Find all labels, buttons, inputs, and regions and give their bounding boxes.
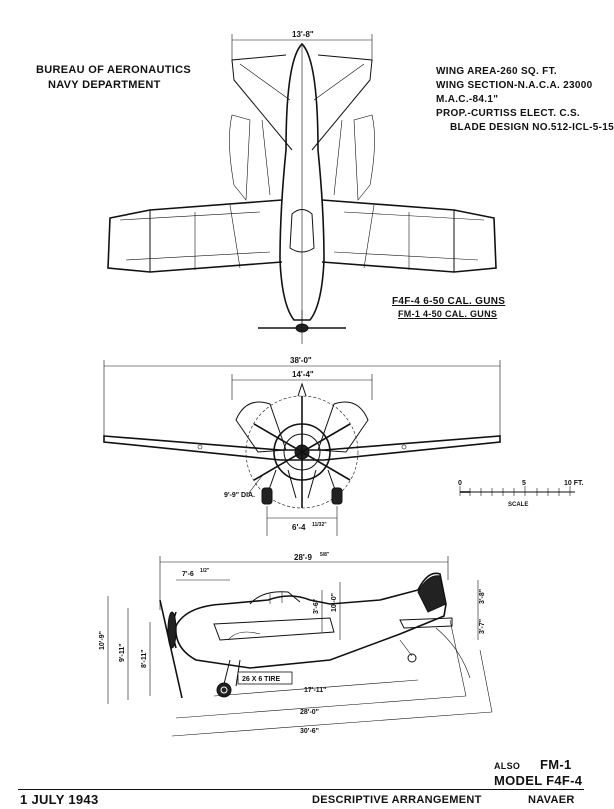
- guns-f4f4: F4F-4 6-50 CAL. GUNS: [392, 296, 506, 307]
- alt-model: FM-1: [540, 757, 572, 772]
- issuer: NAVAER: [528, 794, 575, 806]
- dim-wheelbase: 17'-11": [304, 687, 327, 694]
- front-view: 38'-0" 14'-4": [103, 356, 501, 536]
- sheet-title: DESCRIPTIVE ARRANGEMENT: [312, 794, 482, 806]
- also-label: ALSO: [494, 761, 521, 771]
- dim-height-overall: 10'-9": [99, 631, 106, 650]
- dim-span: 38'-0": [290, 356, 312, 365]
- dim-canopy-height-2: 3'-6": [313, 599, 320, 614]
- agency-line-2: NAVY DEPARTMENT: [48, 79, 161, 91]
- spec-prop: PROP.-CURTISS ELECT. C.S.: [436, 108, 581, 119]
- dim-track-frac: 11/32": [312, 522, 327, 528]
- spec-mac: M.A.C.-84.1": [436, 94, 499, 105]
- dim-height-2: 9'-11": [119, 643, 126, 662]
- spec-wing-section: WING SECTION-N.A.C.A. 23000: [436, 80, 593, 91]
- scale-label-10: 10 FT.: [564, 480, 584, 487]
- three-view-drawing: 13'-8": [99, 30, 584, 737]
- dim-fin-height: 3'-8": [479, 589, 486, 604]
- top-view: 13'-8": [107, 30, 497, 344]
- dim-length-overall: 30'-6": [300, 728, 319, 735]
- date: 1 JULY 1943: [20, 792, 99, 807]
- guns-fm1: FM-1 4-50 CAL. GUNS: [398, 309, 498, 319]
- dim-fin-height-2: 3'-7": [479, 619, 486, 634]
- drawing-sheet: BUREAU OF AERONAUTICS NAVY DEPARTMENT WI…: [18, 30, 614, 807]
- tire-label: 26 X 6 TIRE: [242, 676, 280, 683]
- dim-tailplane: 14'-4": [292, 370, 314, 379]
- agency-line-1: BUREAU OF AERONAUTICS: [36, 64, 192, 76]
- dim-height-3: 8'-11": [141, 649, 148, 668]
- scale-caption: SCALE: [508, 502, 528, 508]
- dim-length-fuselage: 28'-0": [300, 709, 319, 716]
- scale-label-0: 0: [458, 480, 462, 487]
- spec-blade: BLADE DESIGN NO.512-ICL-5-15: [450, 122, 614, 133]
- dim-prop-dia: 9'-9" DIA.: [224, 492, 255, 499]
- dim-track: 6'-4: [292, 523, 306, 532]
- dim-side-overall: 28'-9: [294, 553, 312, 562]
- side-view: 28'-9 5/8" 7'-6 1/2": [99, 552, 493, 737]
- dim-side-overall-frac: 5/8": [320, 552, 330, 558]
- model-label: MODEL F4F-4: [494, 773, 583, 788]
- title-rule: [18, 789, 584, 790]
- scale-label-5: 5: [522, 480, 526, 487]
- dim-prop-offset-frac: 1/2": [200, 568, 210, 574]
- dim-prop-offset: 7'-6: [182, 571, 194, 578]
- dim-canopy-height: 10'-0": [331, 593, 338, 612]
- spec-wing-area: WING AREA-260 SQ. FT.: [436, 66, 557, 77]
- dim-folded-span: 13'-8": [292, 30, 314, 39]
- scale-bar: 0 5 10 FT. SCALE: [458, 480, 584, 508]
